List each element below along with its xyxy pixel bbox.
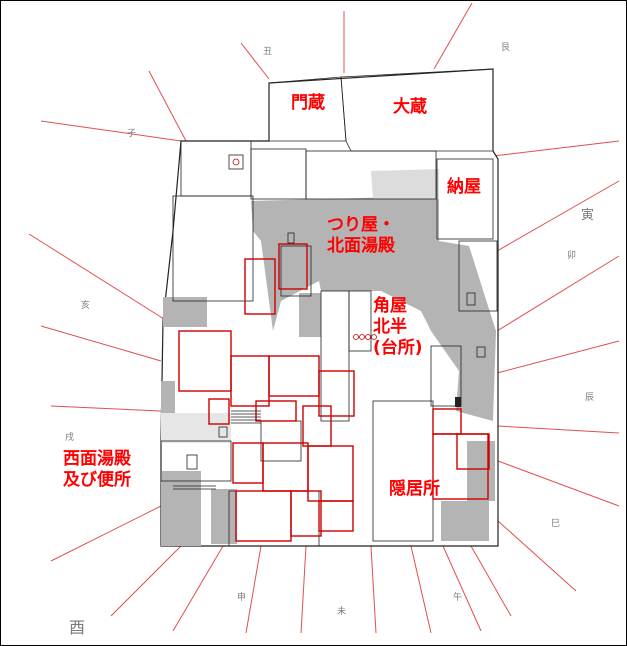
ray — [470, 545, 512, 617]
direction-nw: 亥 — [81, 301, 91, 311]
ray — [442, 545, 482, 632]
staircase — [173, 410, 261, 490]
direction-sw: 申 — [237, 593, 247, 603]
ray — [492, 140, 620, 157]
direction-s: 午 — [453, 593, 463, 603]
direction-nne: 艮 — [501, 43, 511, 53]
light-zone — [161, 413, 231, 443]
ray — [240, 42, 270, 80]
ray — [370, 545, 377, 634]
rooms-red — [178, 243, 490, 542]
ray — [433, 2, 473, 70]
ray — [148, 70, 187, 142]
ray — [300, 545, 307, 634]
ray — [50, 405, 162, 412]
ray — [50, 505, 162, 562]
direction-e: 寅 — [581, 208, 595, 223]
direction-ne: 丑 — [263, 47, 273, 57]
ray — [497, 425, 620, 434]
direction-s2: 未 — [337, 607, 347, 617]
direction-w2: 戌 — [65, 433, 75, 443]
ray — [40, 120, 182, 142]
ray — [497, 460, 620, 507]
direction-w: 酉 — [69, 618, 86, 637]
ray — [496, 180, 620, 252]
direction-se: 辰 — [585, 393, 595, 403]
ray — [172, 545, 224, 632]
ray — [496, 255, 620, 332]
ray — [28, 233, 165, 320]
ray — [496, 340, 620, 374]
direction-rays — [28, 2, 620, 634]
direction-se2: 巳 — [551, 519, 561, 529]
ray — [245, 545, 262, 634]
light-zone — [371, 169, 439, 199]
ray — [497, 520, 577, 592]
fixtures — [186, 154, 486, 470]
shaded-areas — [161, 196, 496, 546]
fixture — [455, 397, 461, 407]
ray — [110, 545, 182, 617]
ray — [410, 545, 432, 634]
direction-e2: 卯 — [567, 251, 577, 261]
direction-nw2: 子 — [127, 129, 137, 139]
ray — [40, 325, 162, 362]
